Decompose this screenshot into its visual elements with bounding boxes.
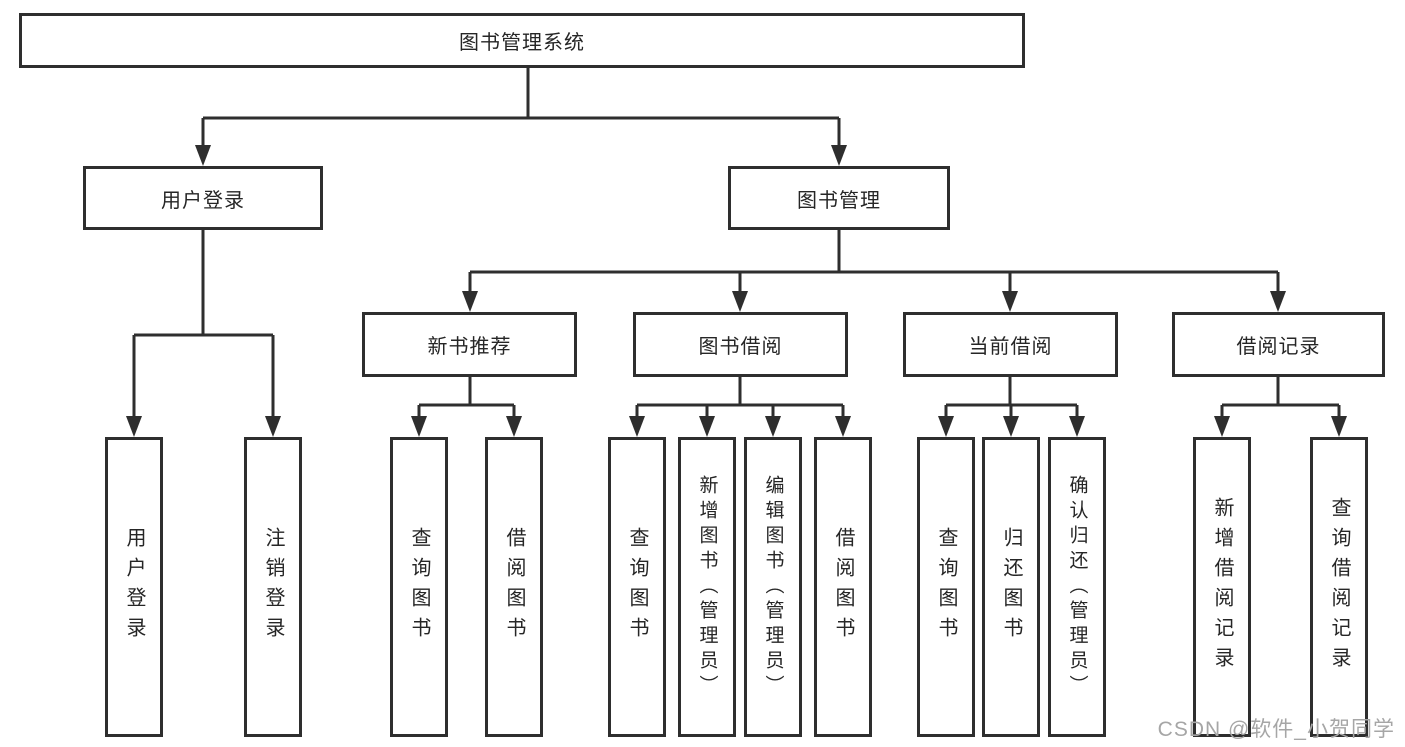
node-new-book-recommend-label: 新书推荐	[427, 336, 512, 358]
leaf-user-login-label: 用户登录	[123, 527, 145, 647]
connector-current-borrow-children	[944, 377, 1079, 418]
leaf-confirm-return-admin: 确认归还（管理员）	[1048, 437, 1106, 737]
leaf-query-books-rec: 查询图书	[390, 437, 448, 737]
leaf-logout-label: 注销登录	[262, 527, 284, 647]
watermark-text: CSDN @软件_小贺同学	[1157, 718, 1395, 741]
leaf-edit-book-admin-label: 编辑图书（管理员）	[762, 474, 784, 700]
leaf-logout: 注销登录	[244, 437, 302, 737]
leaf-borrow-books-rec-label: 借阅图书	[503, 527, 525, 647]
connector-book-borrow-children	[635, 377, 845, 418]
connector-borrow-records-children	[1220, 377, 1341, 418]
node-user-login: 用户登录	[83, 166, 323, 230]
leaf-add-borrow-record: 新增借阅记录	[1193, 437, 1251, 737]
leaf-borrow-books-rec: 借阅图书	[485, 437, 543, 737]
node-root-system: 图书管理系统	[19, 13, 1025, 68]
leaf-borrow-books-borrow: 借阅图书	[814, 437, 872, 737]
leaf-borrow-books-borrow-label: 借阅图书	[832, 527, 854, 647]
connector-user-login-children	[132, 230, 275, 418]
leaf-query-borrow-record: 查询借阅记录	[1310, 437, 1368, 737]
arrowheads	[126, 145, 1347, 437]
node-book-management-label: 图书管理	[797, 189, 881, 212]
connector-root-to-l2	[201, 68, 841, 146]
node-new-book-recommend: 新书推荐	[362, 312, 577, 377]
connector-new-rec-children	[417, 377, 516, 418]
node-book-management: 图书管理	[728, 166, 950, 230]
leaf-edit-book-admin: 编辑图书（管理员）	[744, 437, 802, 737]
leaf-query-books-current: 查询图书	[917, 437, 975, 737]
connector-book-mgmt-children	[468, 230, 1280, 292]
leaf-query-books-current-label: 查询图书	[935, 527, 957, 647]
leaf-confirm-return-admin-label: 确认归还（管理员）	[1066, 474, 1088, 700]
node-root-label: 图书管理系统	[459, 32, 585, 54]
leaf-add-borrow-record-label: 新增借阅记录	[1211, 497, 1233, 677]
leaf-query-borrow-record-label: 查询借阅记录	[1328, 497, 1350, 677]
leaf-add-book-admin-label: 新增图书（管理员）	[696, 474, 718, 700]
leaf-query-books-rec-label: 查询图书	[408, 527, 430, 647]
node-borrow-records-label: 借阅记录	[1236, 336, 1321, 358]
leaf-user-login: 用户登录	[105, 437, 163, 737]
node-current-borrow: 当前借阅	[903, 312, 1118, 377]
node-book-borrow: 图书借阅	[633, 312, 848, 377]
leaf-add-book-admin: 新增图书（管理员）	[678, 437, 736, 737]
node-borrow-records: 借阅记录	[1172, 312, 1385, 377]
node-current-borrow-label: 当前借阅	[968, 336, 1053, 358]
node-book-borrow-label: 图书借阅	[698, 336, 783, 358]
leaf-return-book: 归还图书	[982, 437, 1040, 737]
node-user-login-label: 用户登录	[161, 189, 245, 212]
leaf-query-books-borrow: 查询图书	[608, 437, 666, 737]
leaf-query-books-borrow-label: 查询图书	[626, 527, 648, 647]
leaf-return-book-label: 归还图书	[1000, 527, 1022, 647]
